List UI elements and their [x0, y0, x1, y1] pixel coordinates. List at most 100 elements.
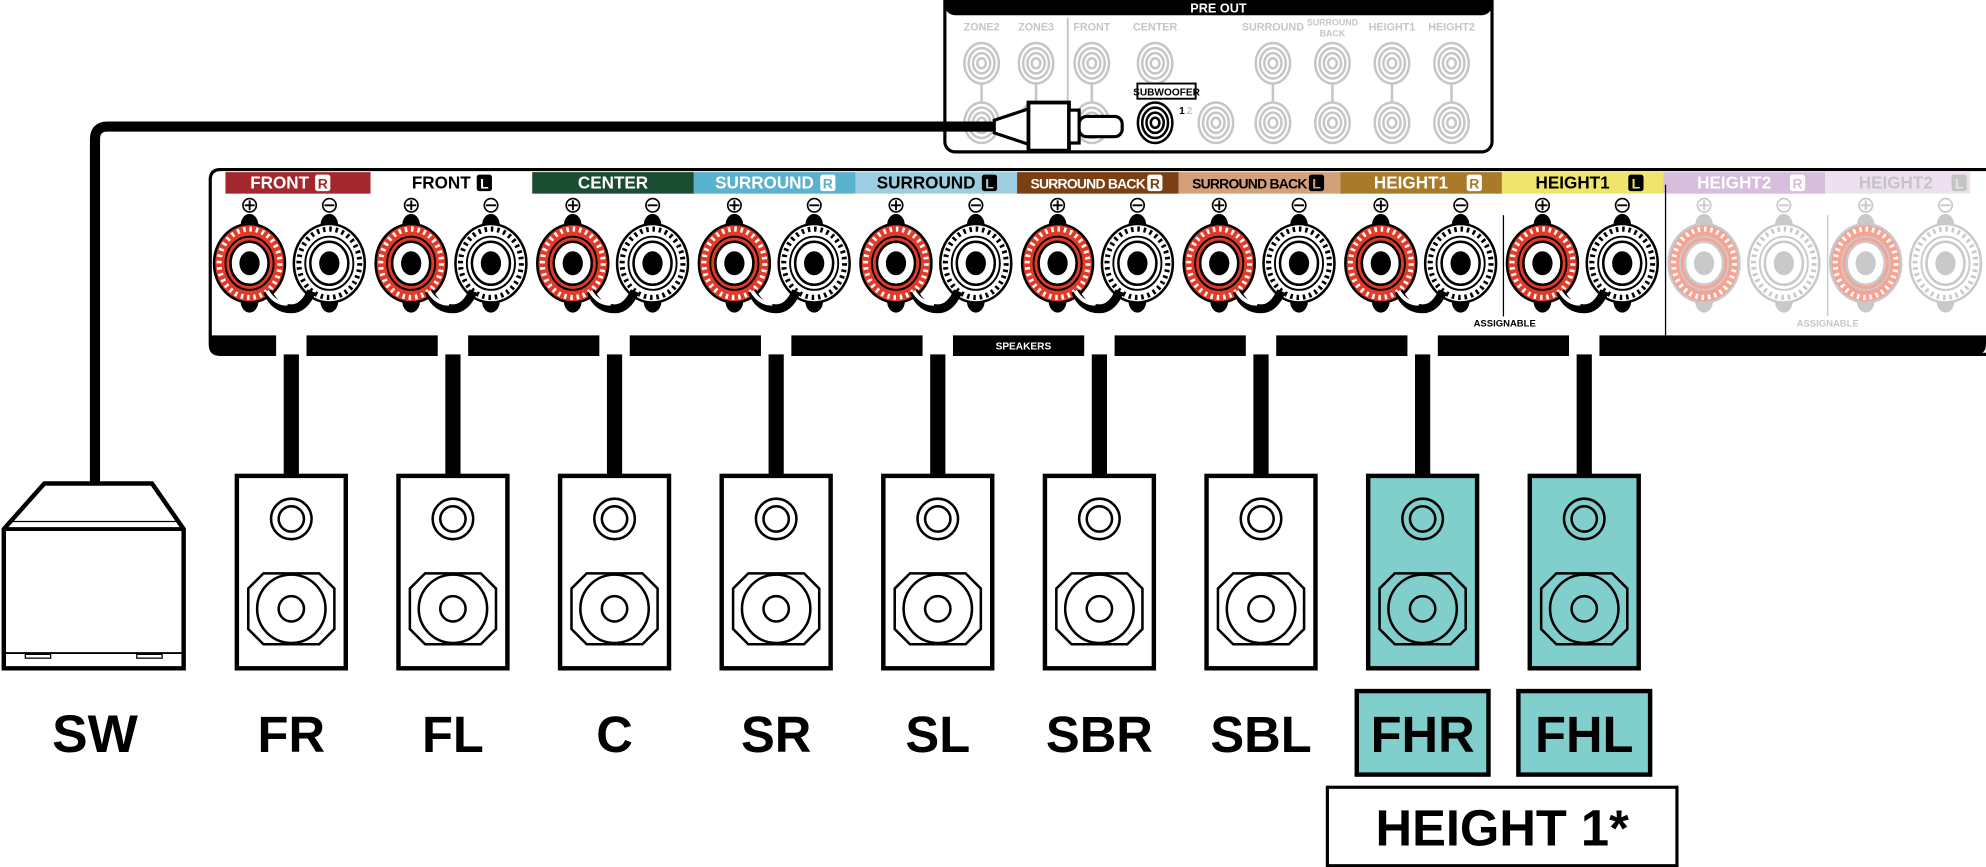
- sub-number-2: 2: [1187, 106, 1193, 117]
- negative-terminal[interactable]: [1585, 213, 1659, 313]
- terminal-knurl: [1832, 226, 1899, 300]
- terminal-knurl: [701, 226, 768, 300]
- tweeter-outer: [1401, 497, 1445, 541]
- speaker-label: SBR: [1046, 706, 1153, 763]
- terminal-knurl: [539, 226, 606, 300]
- terminal-knurl: [1671, 226, 1737, 300]
- cabinet-foot: [24, 653, 52, 659]
- rca-ring: [1445, 56, 1458, 70]
- negative-terminal[interactable]: [1747, 213, 1821, 313]
- negative-terminal[interactable]: [1262, 213, 1336, 313]
- pre-out-title: PRE OUT: [1190, 2, 1247, 16]
- tweeter-inner: [1408, 505, 1437, 533]
- terminal-knurl: [1347, 226, 1414, 300]
- negative-terminal[interactable]: [1100, 213, 1175, 313]
- minus-symbol: ⊖: [1451, 192, 1470, 218]
- channel-name: HEIGHT1: [1374, 174, 1449, 193]
- wire-highlight: [427, 290, 450, 306]
- wire-highlight: [750, 290, 773, 306]
- side-badge: [315, 174, 331, 192]
- channel-label-bg: [225, 172, 371, 194]
- terminal-knurl: [1024, 226, 1091, 300]
- negative-terminal[interactable]: [1423, 213, 1498, 313]
- minus-symbol: ⊖: [805, 192, 824, 218]
- speaker-cable: [283, 354, 299, 476]
- channel-name: FRONT: [412, 174, 471, 193]
- terminal-hole: [1450, 251, 1471, 276]
- speaker-label: SW: [52, 705, 138, 764]
- positive-terminal[interactable]: [1182, 213, 1256, 313]
- woofer-frame: [1055, 572, 1144, 646]
- terminal-hole: [1855, 251, 1876, 276]
- pre-out-jack-label: ZONE3: [1018, 21, 1054, 33]
- bar-gap: [437, 334, 469, 357]
- terminal-hole: [1288, 251, 1310, 276]
- terminal-hole: [1127, 251, 1148, 276]
- tweeter-outer: [431, 497, 475, 541]
- channel-name: HEIGHT2: [1859, 174, 1933, 193]
- positive-terminal[interactable]: [1505, 213, 1580, 313]
- speaker-sbl: SBL: [1204, 354, 1318, 763]
- tweeter-outer: [1077, 497, 1121, 541]
- speaker-c: C: [557, 354, 672, 763]
- positive-terminal[interactable]: [374, 213, 448, 313]
- speaker-fr: FR: [234, 354, 348, 763]
- rca-ring: [1267, 56, 1279, 70]
- terminal-hole: [480, 251, 502, 276]
- positive-terminal[interactable]: [859, 213, 933, 313]
- bar-gap: [1569, 334, 1600, 357]
- woofer-cone: [1387, 573, 1459, 645]
- channel-name: SURROUND: [877, 174, 976, 193]
- positive-terminal[interactable]: [1828, 213, 1903, 313]
- rca-ring: [1267, 116, 1279, 130]
- negative-terminal[interactable]: [292, 213, 367, 313]
- positive-terminal[interactable]: [697, 213, 772, 313]
- wire-highlight: [1558, 290, 1581, 306]
- positive-terminal[interactable]: [1667, 213, 1741, 313]
- negative-terminal[interactable]: [1908, 213, 1983, 313]
- speaker-label: FR: [258, 706, 326, 763]
- side-badge: [1789, 174, 1806, 192]
- pre-out-jack: [1254, 101, 1292, 145]
- woofer-cone: [1225, 573, 1297, 645]
- speaker-label-box: [1516, 688, 1653, 777]
- negative-terminal[interactable]: [615, 213, 690, 313]
- woofer-frame: [570, 572, 659, 646]
- plus-symbol: ⊕: [886, 192, 905, 218]
- minus-symbol: ⊖: [1613, 192, 1632, 218]
- tweeter-outer: [1562, 497, 1606, 541]
- positive-terminal[interactable]: [1344, 213, 1418, 313]
- subwoofer-label-box: [1136, 82, 1197, 100]
- negative-terminal[interactable]: [454, 213, 528, 313]
- positive-terminal[interactable]: [1020, 213, 1095, 313]
- positive-terminal[interactable]: [536, 213, 610, 313]
- speaker-fl: FL: [396, 354, 510, 763]
- pre-out-jack-label: SURROUND: [1307, 17, 1359, 27]
- tweeter-inner: [600, 505, 629, 533]
- tweeter-inner: [277, 505, 306, 533]
- terminal-knurl: [781, 226, 848, 300]
- speaker-cable: [1415, 354, 1431, 476]
- plus-symbol: ⊕: [1371, 192, 1390, 218]
- side-letter: R: [1469, 176, 1479, 192]
- subwoofer-cabinet: [1, 481, 186, 671]
- terminal-hole: [965, 251, 986, 276]
- woofer-cone: [579, 573, 651, 645]
- woofer-cone: [902, 573, 974, 645]
- minus-symbol: ⊖: [1774, 192, 1793, 218]
- minus-symbol: ⊖: [966, 192, 985, 218]
- pre-out-jack: [1373, 41, 1411, 85]
- tweeter-outer: [754, 497, 798, 541]
- speaker-label: SBL: [1210, 706, 1311, 763]
- speaker-sw: SW: [1, 481, 186, 764]
- pre-out-jack: [1073, 41, 1111, 85]
- plus-symbol: ⊕: [1533, 192, 1552, 218]
- negative-terminal[interactable]: [939, 213, 1013, 313]
- positive-terminal[interactable]: [212, 213, 287, 313]
- terminal-knurl: [378, 226, 445, 300]
- woofer-frame: [246, 572, 336, 646]
- negative-terminal[interactable]: [777, 213, 851, 313]
- speaker-label-box: [1354, 688, 1491, 777]
